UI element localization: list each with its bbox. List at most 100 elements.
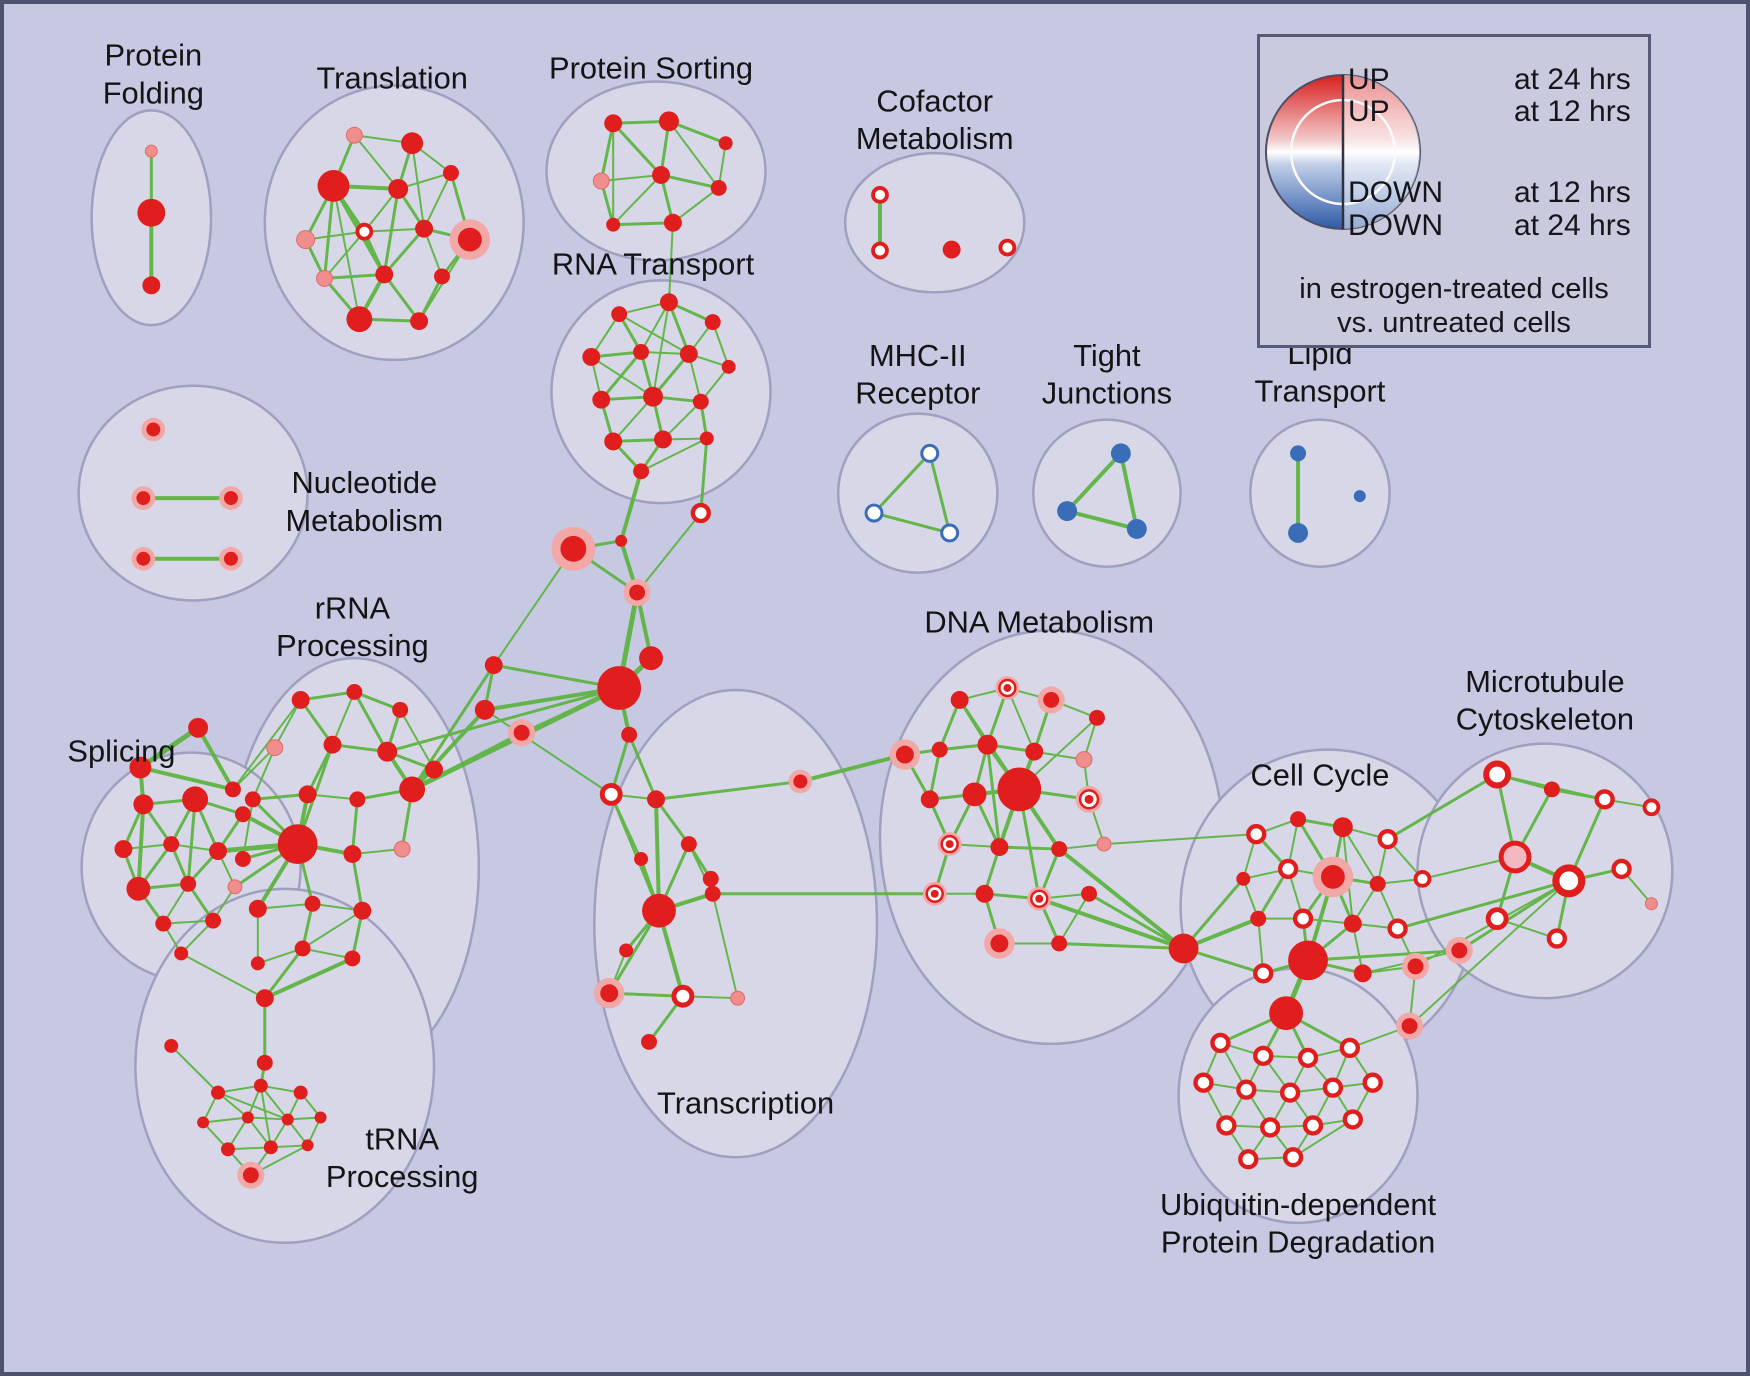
cluster-label-translation: Translation <box>316 61 467 96</box>
network-node <box>643 386 663 407</box>
network-edge <box>667 119 728 145</box>
network-edge <box>1408 879 1570 1028</box>
network-node <box>604 114 623 133</box>
network-edge <box>627 733 658 801</box>
network-node <box>1253 1045 1274 1066</box>
network-node <box>1260 1117 1281 1138</box>
cluster-ellipse-trna-processing <box>134 887 436 1244</box>
network-node <box>647 790 665 809</box>
network-edge <box>180 952 266 1000</box>
network-edge <box>611 221 675 227</box>
network-node <box>377 741 398 762</box>
network-node <box>349 791 366 808</box>
network-edge <box>619 469 644 543</box>
network-node <box>1269 996 1304 1030</box>
network-edge <box>259 1084 272 1149</box>
network-node <box>663 213 682 232</box>
network-node <box>255 989 274 1008</box>
network-node <box>1401 1018 1418 1034</box>
cluster-label-rrna-processing: Processing <box>276 628 429 663</box>
cluster-label-ubiquitin-degradation: Ubiquitin-dependent <box>1160 1187 1437 1222</box>
network-node <box>242 1167 259 1184</box>
network-edge <box>1386 773 1499 841</box>
network-node <box>513 724 530 741</box>
network-node <box>144 144 158 158</box>
network-node <box>182 786 209 813</box>
network-node <box>1498 840 1532 874</box>
network-edge <box>246 1116 289 1121</box>
network-node <box>353 901 372 920</box>
network-edge <box>423 172 452 230</box>
network-node <box>1025 742 1044 761</box>
network-node <box>641 1033 658 1050</box>
network-edge <box>162 919 215 925</box>
cluster-ellipse-tight-junctions <box>1032 418 1182 568</box>
network-edge <box>492 547 575 667</box>
network-node <box>1288 940 1328 981</box>
legend-row-up-24: UP at 24 hrs <box>1348 63 1631 97</box>
network-node <box>600 984 619 1003</box>
network-node <box>699 431 714 446</box>
network-edge <box>928 451 952 535</box>
network-node <box>920 443 940 463</box>
network-edge <box>654 797 691 846</box>
network-edge <box>1118 451 1139 531</box>
network-node <box>227 879 243 895</box>
cluster-label-cofactor-metabolism: Metabolism <box>856 121 1014 156</box>
network-edge <box>251 746 276 801</box>
network-node <box>1413 870 1432 888</box>
network-node <box>1216 1115 1237 1136</box>
network-node <box>1110 443 1131 464</box>
network-node <box>1297 1047 1319 1068</box>
network-edge <box>323 272 386 280</box>
network-edge <box>1057 942 1186 950</box>
network-node <box>346 306 373 333</box>
network-node <box>895 745 914 764</box>
network-edge <box>872 451 932 515</box>
network-edge <box>353 134 400 190</box>
network-node <box>1043 691 1060 708</box>
network-edge <box>1457 879 1571 952</box>
cluster-label-rrna-processing: rRNA <box>315 590 391 625</box>
network-node <box>920 790 939 809</box>
network-edge <box>654 779 802 801</box>
network-node <box>597 666 642 710</box>
network-node <box>410 312 429 331</box>
network-node <box>945 840 954 849</box>
cluster-label-cofactor-metabolism: Cofactor <box>876 83 993 118</box>
network-node <box>296 230 316 250</box>
network-node <box>223 491 238 506</box>
network-node <box>704 885 721 902</box>
network-edge <box>997 845 1061 851</box>
cluster-label-nucleotide-metabolism: Nucleotide <box>291 465 437 500</box>
network-node <box>146 422 161 437</box>
network-node <box>136 491 151 506</box>
network-node <box>434 268 450 285</box>
network-node <box>962 782 987 807</box>
network-node <box>1089 709 1105 726</box>
network-node <box>142 276 161 295</box>
legend-note-line1: in estrogen-treated cells <box>1299 273 1609 305</box>
network-node <box>474 699 495 720</box>
network-node <box>652 166 670 184</box>
network-edge <box>599 121 615 183</box>
network-edge <box>1058 892 1091 945</box>
network-edge <box>1341 826 1379 885</box>
network-node <box>174 946 189 961</box>
network-edge <box>202 1116 249 1124</box>
legend-time-label: at 24 hrs <box>1514 209 1631 242</box>
network-node <box>355 222 374 241</box>
network-edge <box>1065 509 1139 531</box>
network-node <box>392 701 409 718</box>
network-node <box>298 785 317 804</box>
network-node <box>1084 794 1094 804</box>
network-node <box>975 884 994 903</box>
network-edge <box>382 227 426 276</box>
legend-row-down-24: DOWN at 24 hrs <box>1348 209 1631 243</box>
network-edge <box>667 221 674 304</box>
network-node <box>1644 897 1658 911</box>
network-edge <box>640 437 708 473</box>
network-node <box>621 726 638 743</box>
legend-note-line2: vs. untreated cells <box>1337 307 1571 339</box>
cluster-ellipse-cofactor-metabolism <box>843 151 1026 294</box>
